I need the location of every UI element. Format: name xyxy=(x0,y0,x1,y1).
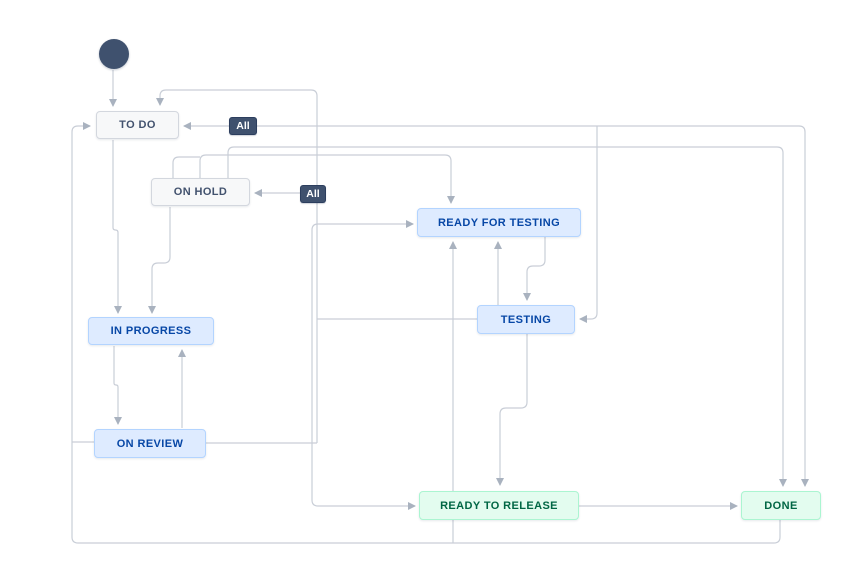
status-ready-to-release[interactable]: READY TO RELEASE xyxy=(419,491,579,520)
status-label: ON REVIEW xyxy=(117,438,184,450)
status-done[interactable]: DONE xyxy=(741,491,821,520)
status-label: DONE xyxy=(764,500,797,512)
status-label: READY FOR TESTING xyxy=(438,217,560,229)
workflow-edge-onhold-stub xyxy=(173,157,200,179)
status-ready-for-testing[interactable]: READY FOR TESTING xyxy=(417,208,581,237)
workflow-edge-testing-to-ready-to-release xyxy=(500,334,527,485)
workflow-edge-spine-to-todo xyxy=(160,90,317,443)
workflow-edge-rail-to-testing xyxy=(580,126,597,319)
status-label: ON HOLD xyxy=(174,186,228,198)
start-node[interactable] xyxy=(99,39,129,69)
workflow-edge-ready-for-testing-to-testing xyxy=(527,237,545,300)
workflow-edge-todo-to-inprogress xyxy=(113,140,118,313)
workflow-edge-onreview-to-ready-to-release xyxy=(312,443,415,506)
status-on-hold[interactable]: ON HOLD xyxy=(151,178,250,206)
status-label: TO DO xyxy=(119,119,156,131)
workflow-edge-onreview-to-ready-for-testing xyxy=(312,224,413,443)
status-label: IN PROGRESS xyxy=(111,325,192,337)
status-label: READY TO RELEASE xyxy=(440,500,558,512)
transition-badge-all-to-onhold[interactable]: All xyxy=(300,185,326,203)
transition-badge-all-to-todo[interactable]: All xyxy=(229,117,257,135)
status-on-review[interactable]: ON REVIEW xyxy=(94,429,206,458)
status-in-progress[interactable]: IN PROGRESS xyxy=(88,317,214,345)
status-to-do[interactable]: TO DO xyxy=(96,111,179,139)
workflow-edge-onhold-to-inprogress xyxy=(152,207,170,313)
status-testing[interactable]: TESTING xyxy=(477,305,575,334)
status-label: TESTING xyxy=(501,314,551,326)
workflow-edge-inprogress-to-onreview xyxy=(114,346,118,424)
